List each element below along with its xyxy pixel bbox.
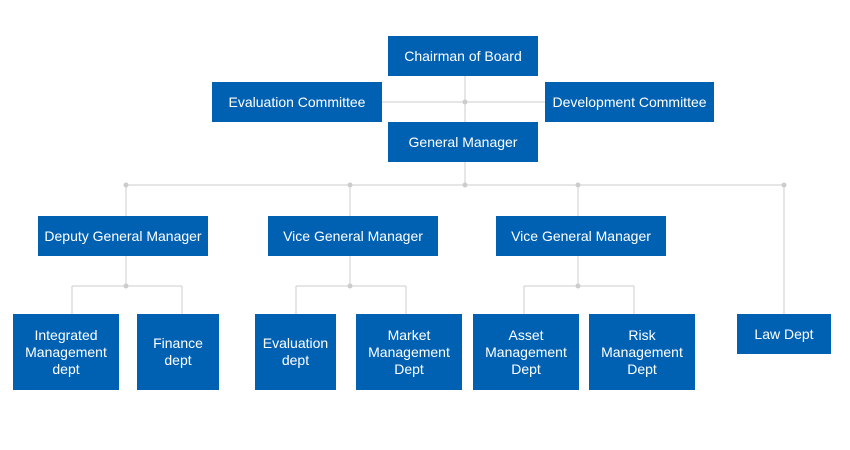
- junction-dot: [462, 99, 468, 105]
- junction-dot: [575, 283, 581, 289]
- market-management-dept-box: Market Management Dept: [356, 314, 462, 390]
- vice-general-manager-box: Vice General Manager: [268, 216, 438, 256]
- asset-management-dept-box: Asset Management Dept: [473, 314, 579, 390]
- junction-dot: [123, 182, 129, 188]
- vice-general-manager-box: Vice General Manager: [496, 216, 666, 256]
- junction-dot: [347, 182, 353, 188]
- finance-dept-box: Finance dept: [137, 314, 219, 390]
- junction-dot: [347, 283, 353, 289]
- evaluation-committee-box: Evaluation Committee: [212, 82, 382, 122]
- chairman-of-board-box: Chairman of Board: [388, 36, 538, 76]
- general-manager-box: General Manager: [388, 122, 538, 162]
- development-committee-box: Development Committee: [545, 82, 714, 122]
- risk-management-dept-box: Risk Management Dept: [589, 314, 695, 390]
- junction-dot: [781, 182, 787, 188]
- junction-dot: [123, 283, 129, 289]
- law-dept-box: Law Dept: [737, 314, 831, 354]
- junction-dot: [462, 182, 468, 188]
- evaluation-dept-box: Evaluation dept: [255, 314, 336, 390]
- integrated-management-dept-box: Integrated Management dept: [13, 314, 119, 390]
- junction-dot: [575, 182, 581, 188]
- deputy-general-manager-box: Deputy General Manager: [38, 216, 208, 256]
